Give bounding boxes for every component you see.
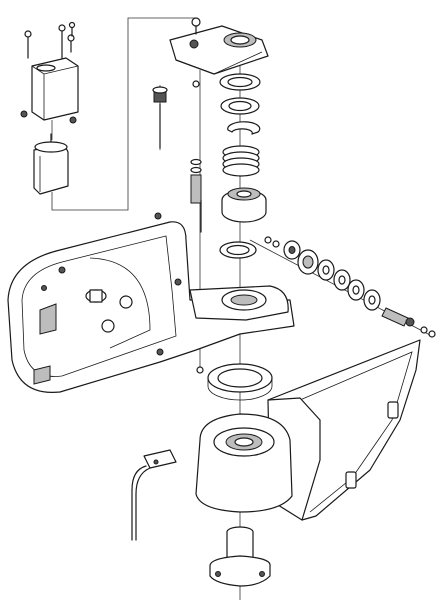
screw-2 — [58, 24, 66, 59]
screw-set — [24, 21, 76, 59]
mirror-base-plate — [7, 212, 295, 393]
motor — [33, 133, 69, 195]
washer-d — [363, 289, 381, 311]
seal-ring — [196, 363, 273, 401]
spring — [222, 145, 260, 177]
switch-with-cable — [131, 449, 177, 541]
top-gear-housing — [169, 17, 269, 75]
bearing-ring — [219, 241, 257, 259]
washer-c — [347, 279, 365, 301]
bottom-shaft-mount — [209, 526, 271, 587]
screw-1 — [24, 30, 32, 59]
threaded-pin — [381, 307, 415, 327]
small-fastener-set — [152, 80, 202, 233]
drive-gear — [297, 249, 319, 275]
spur-gear — [283, 240, 301, 260]
washer-spring-stack — [219, 73, 267, 259]
motor-cover — [20, 57, 79, 124]
screw-4 — [68, 21, 76, 37]
washer-b — [333, 269, 351, 291]
shaft-component-row — [264, 236, 436, 338]
washer-middle — [220, 97, 260, 115]
washer-a — [317, 259, 335, 281]
main-gear — [221, 187, 267, 223]
screw-3 — [67, 34, 75, 53]
washer-top — [219, 73, 261, 91]
c-clip — [227, 121, 261, 135]
mirror-housing — [195, 339, 421, 521]
